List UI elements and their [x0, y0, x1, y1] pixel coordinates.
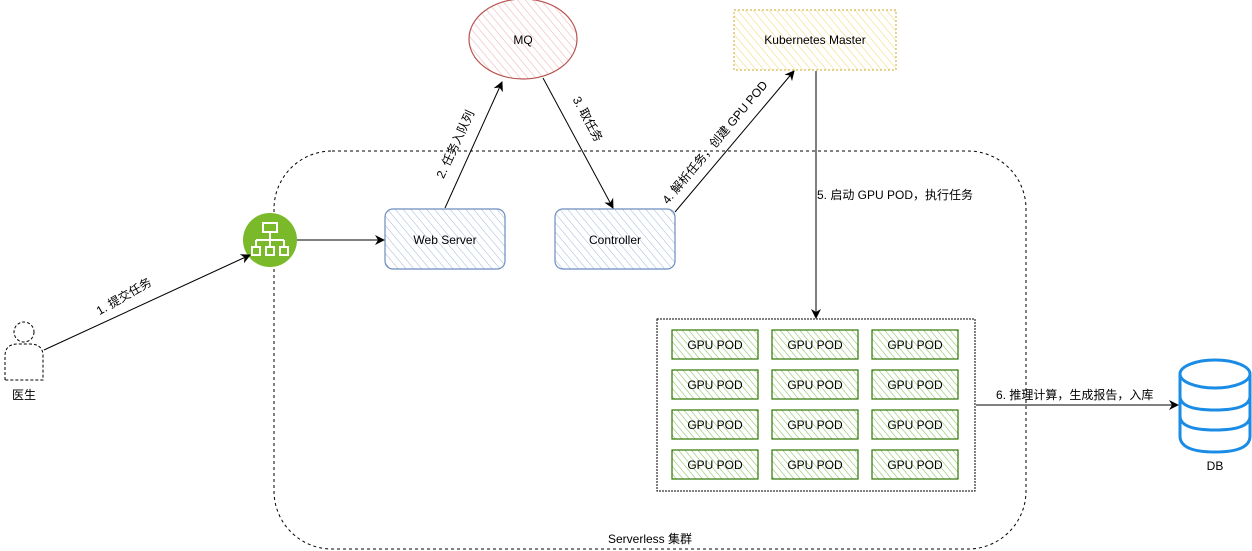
gpu-pod-box — [771, 369, 859, 400]
gpu-pod[interactable]: GPU POD — [871, 329, 959, 360]
gpu-pod-label: GPU POD — [687, 458, 743, 472]
user-icon — [4, 321, 44, 381]
gpu-pod-box — [871, 329, 959, 360]
gpu-pod[interactable]: GPU POD — [771, 369, 859, 400]
gpu-pod-box — [871, 449, 959, 480]
mq-node[interactable] — [468, 0, 578, 80]
gpu-pod-label: GPU POD — [787, 458, 843, 472]
edge-label-step1: 1. 提交任务 — [93, 274, 154, 318]
gpu-pod[interactable]: GPU POD — [671, 449, 759, 480]
doctor-label: 医生 — [11, 388, 37, 402]
gpu-pod-label: GPU POD — [687, 338, 743, 352]
gpu-pod-label: GPU POD — [887, 418, 943, 432]
gpu-pod-grid: GPU POD GPU POD GPU POD GPU POD GPU POD GPU P… — [671, 329, 959, 480]
gpu-pod[interactable]: GPU POD — [871, 369, 959, 400]
load-balancer-icon[interactable] — [243, 213, 297, 267]
web-server-node[interactable] — [384, 208, 506, 270]
edge-label-step5: 5. 启动 GPU POD，执行任务 — [817, 188, 974, 202]
edge-step1 — [43, 254, 251, 351]
edge-step2 — [444, 81, 503, 209]
gpu-pod-box — [771, 409, 859, 440]
serverless-cluster-boundary — [273, 150, 1027, 550]
gpu-pod-box — [671, 369, 759, 400]
edge-step3 — [542, 77, 614, 209]
gpu-pod[interactable]: GPU POD — [771, 409, 859, 440]
gpu-pod[interactable]: GPU POD — [671, 329, 759, 360]
gpu-pod-label: GPU POD — [787, 338, 843, 352]
controller-label: Controller — [588, 233, 642, 247]
edge-label-step2: 2. 任务入队列 — [433, 108, 478, 181]
gpu-pod[interactable]: GPU POD — [671, 409, 759, 440]
gpu-pod[interactable]: GPU POD — [771, 329, 859, 360]
gpu-pod-box — [671, 329, 759, 360]
gpu-pod-box — [771, 329, 859, 360]
gpu-pod[interactable]: GPU POD — [871, 409, 959, 440]
db-label: DB — [1206, 459, 1224, 473]
gpu-pod-label: GPU POD — [887, 378, 943, 392]
edge-step4 — [674, 70, 795, 213]
gpu-pod-box — [871, 369, 959, 400]
mq-label: MQ — [513, 33, 533, 47]
edge-label-step6: 6. 推理计算，生成报告，入库 — [996, 388, 1154, 402]
k8s-master-label: Kubernetes Master — [764, 33, 866, 47]
gpu-pod-box — [671, 449, 759, 480]
gpu-pod[interactable]: GPU POD — [671, 369, 759, 400]
gpu-pod-label: GPU POD — [787, 418, 843, 432]
gpu-pod-box — [671, 409, 759, 440]
gpu-pod-box — [771, 449, 859, 480]
controller-node[interactable] — [554, 208, 676, 270]
edge-label-step4: 4. 解析任务，创建 GPU POD — [659, 77, 771, 206]
edge-label-step3: 3. 取任务 — [570, 94, 606, 145]
web-server-label: Web Server — [413, 233, 477, 247]
database-icon[interactable] — [1178, 358, 1252, 454]
k8s-master-node[interactable] — [733, 9, 897, 71]
gpu-pod-label: GPU POD — [887, 338, 943, 352]
gpu-pod-label: GPU POD — [787, 378, 843, 392]
gpu-pod-label: GPU POD — [687, 418, 743, 432]
gpu-pod-label: GPU POD — [687, 378, 743, 392]
gpu-pod[interactable]: GPU POD — [771, 449, 859, 480]
gpu-pod-label: GPU POD — [887, 458, 943, 472]
gpu-pod[interactable]: GPU POD — [871, 449, 959, 480]
gpu-pod-box — [871, 409, 959, 440]
cluster-label: Serverless 集群 — [607, 532, 693, 546]
